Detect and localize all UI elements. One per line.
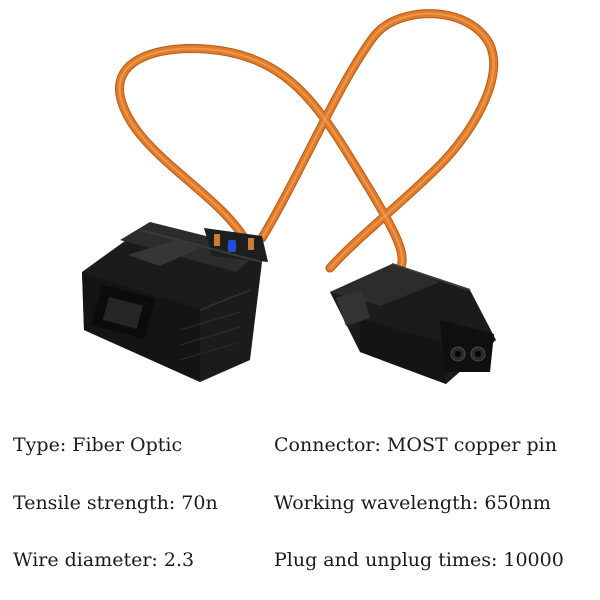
spec-type: Type: Fiber Optic [13,434,183,456]
left-connector [82,222,268,382]
spec-list: Type: Fiber Optic Connector: MOST copper… [0,410,600,600]
spec-wire-diameter: Wire diameter: 2.3 [13,549,195,571]
spec-connector: Connector: MOST copper pin [274,434,557,456]
spec-working-wavelength: Working wavelength: 650nm [274,492,551,514]
spec-plug-unplug-times: Plug and unplug times: 10000 [274,549,564,571]
orange-fiber-cable [115,9,499,277]
fiber-optic-loopback-connector-icon [82,9,499,384]
product-image [82,9,499,384]
spec-tensile-strength: Tensile strength: 70n [13,492,218,514]
right-connector [330,263,496,384]
